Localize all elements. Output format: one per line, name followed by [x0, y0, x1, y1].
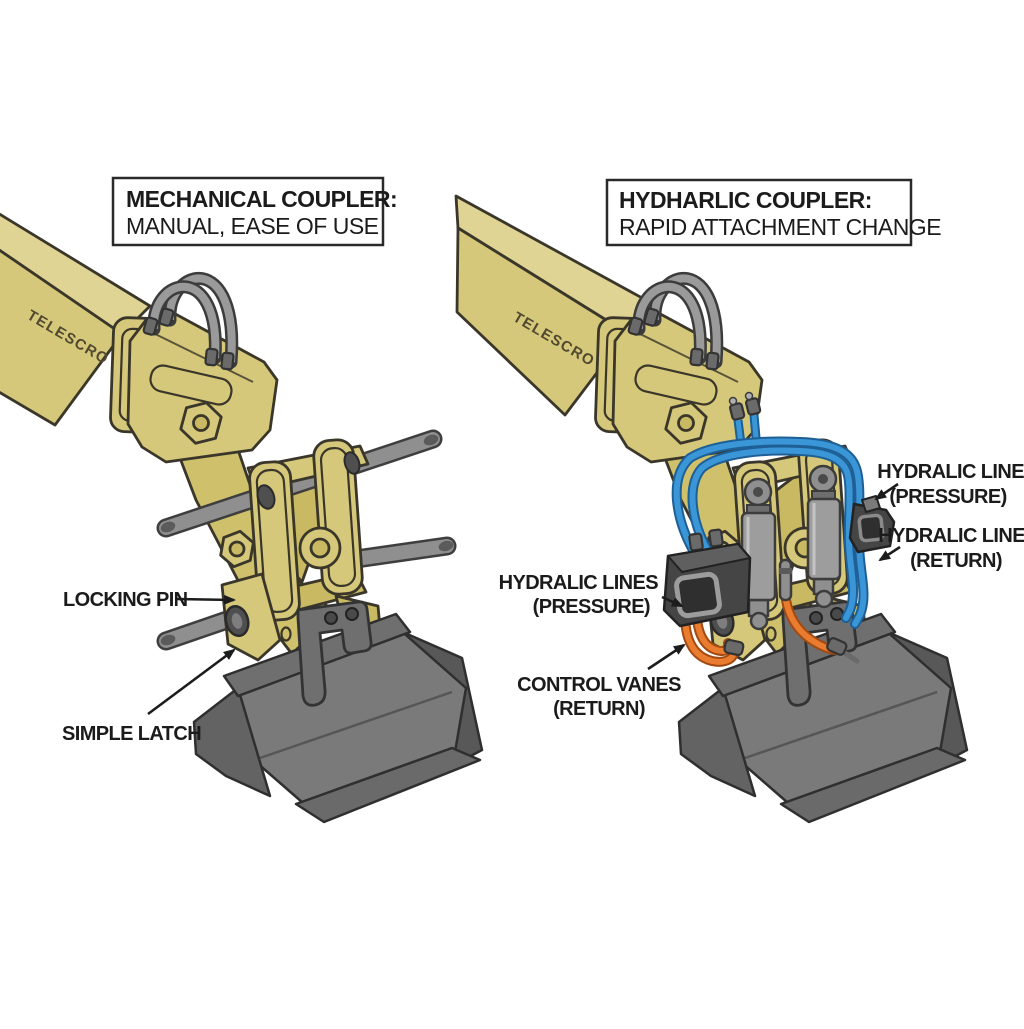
vertical-fitting-ring: [779, 568, 792, 574]
boom-hose-fittings: [728, 391, 762, 453]
pressure-left-line2: (PRESSURE): [533, 596, 650, 618]
lower-pin-right: [349, 539, 454, 566]
fitting1: [729, 402, 746, 421]
simple-latch-text: SIMPLE LATCH: [62, 723, 201, 745]
fitting-bolt: [728, 396, 738, 406]
blue-line-inner: [689, 447, 857, 621]
left-title-line1: MECHANICAL COUPLER:: [126, 186, 397, 212]
cylinder2-body: [806, 497, 842, 581]
pin-bushing: [343, 451, 361, 475]
orange-tip-rod: [842, 650, 860, 664]
manifold-top-fitting: [688, 532, 704, 552]
left-manifold-top: [667, 543, 751, 573]
control-vanes-line1: CONTROL VANES: [517, 674, 681, 696]
cylinder2-eye-hole: [818, 474, 828, 484]
pressure-left-arrow: [661, 595, 684, 608]
pressure-left-line1: HYDRALIC LINES: [499, 572, 659, 594]
cylinder1-pivot: [749, 611, 769, 631]
simple-latch-arrow: [147, 648, 236, 716]
lower-pin-tip: [160, 634, 176, 646]
label-pressure-right: HYDRALIC LINES (PRESSURE): [874, 461, 1024, 508]
upper-pin-end: [423, 434, 439, 446]
label-return-right: HYDRALIC LINES (RETURN): [878, 525, 1024, 572]
orange-u-fitting: [723, 638, 745, 657]
left-locking-pins: [156, 429, 457, 651]
right-title-line1: HYDHARLIC COUPLER:: [619, 187, 872, 213]
vertical-fitting: [778, 558, 793, 602]
lower-pin-left: [159, 612, 237, 648]
control-vanes-line2: (RETURN): [553, 698, 645, 720]
pressure-right-arrow: [874, 482, 899, 501]
manifold-blocks: [662, 495, 896, 628]
fitting-bolt: [744, 391, 754, 401]
pressure-right-line1: HYDRALIC LINES: [877, 461, 1024, 483]
right-machine: TELESCRO BOOM: [454, 194, 969, 824]
return-right-arrow: [878, 545, 901, 562]
control-vanes-arrow: [647, 643, 686, 671]
right-title-box: HYDHARLIC COUPLER: RAPID ATTACHMENT CHAN…: [605, 178, 942, 247]
locking-pin-arrow: [175, 594, 236, 605]
left-title-box: MECHANICAL COUPLER: MANUAL, EASE OF USE: [111, 176, 398, 247]
hydraulic-cylinders: [740, 464, 842, 631]
label-control-vanes: CONTROL VANES (RETURN): [517, 643, 686, 720]
left-pin-collars: [256, 451, 361, 510]
locking-pin-text: LOCKING PIN: [63, 589, 188, 611]
orange-end-fitting: [826, 637, 848, 656]
label-locking-pin: LOCKING PIN: [63, 589, 236, 611]
return-right-line1: HYDRALIC LINES: [878, 525, 1024, 547]
pressure-right-line2: (PRESSURE): [889, 486, 1006, 508]
return-right-line2: (RETURN): [910, 550, 1002, 572]
lower-pin-end: [438, 540, 454, 552]
right-boom: TELESCRO BOOM: [454, 194, 657, 417]
pin-bushing: [256, 484, 276, 510]
left-title-frame: [111, 176, 385, 247]
right-title-frame: [605, 178, 913, 247]
label-simple-latch: SIMPLE LATCH: [62, 648, 236, 745]
blue-line-outer: [673, 438, 867, 627]
left-boom-front-face: [0, 248, 124, 427]
cylinder1-eye-hole: [753, 487, 763, 497]
fitting2: [745, 397, 762, 416]
blue-hydraulic-lines: [671, 436, 869, 629]
upper-pin-tip: [160, 521, 176, 533]
cylinder2-pivot: [814, 589, 834, 609]
label-pressure-left: HYDRALIC LINES (PRESSURE): [499, 572, 684, 618]
manifold-top-fitting: [708, 528, 724, 548]
left-machine: TELESCRO BOOM: [0, 212, 484, 824]
upper-pin: [159, 432, 440, 535]
right-title-line2: RAPID ATTACHMENT CHANGE: [619, 214, 941, 240]
right-manifold-panel: [857, 513, 885, 543]
right-boom-front-face: [455, 226, 629, 417]
left-manifold-panel: [674, 571, 722, 619]
left-title-line2: MANUAL, EASE OF USE: [126, 213, 379, 239]
